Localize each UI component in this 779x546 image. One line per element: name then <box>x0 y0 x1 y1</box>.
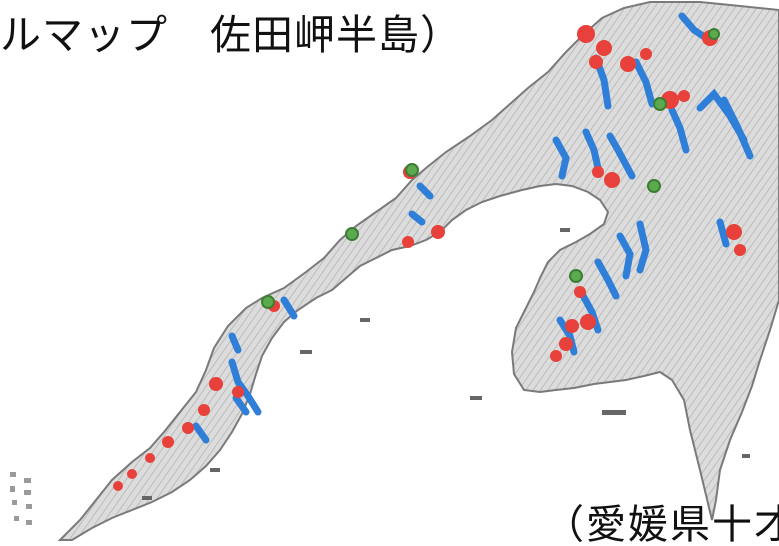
green-markers <box>261 28 720 309</box>
small-islands <box>10 472 32 525</box>
blue-markers <box>192 12 754 444</box>
slide-title: ルマップ 佐田岬半島） <box>0 11 462 59</box>
red-markers <box>113 25 746 491</box>
map-labels <box>142 228 750 500</box>
peninsula-land <box>57 0 779 541</box>
source-caption: （愛媛県十才 <box>544 502 779 546</box>
